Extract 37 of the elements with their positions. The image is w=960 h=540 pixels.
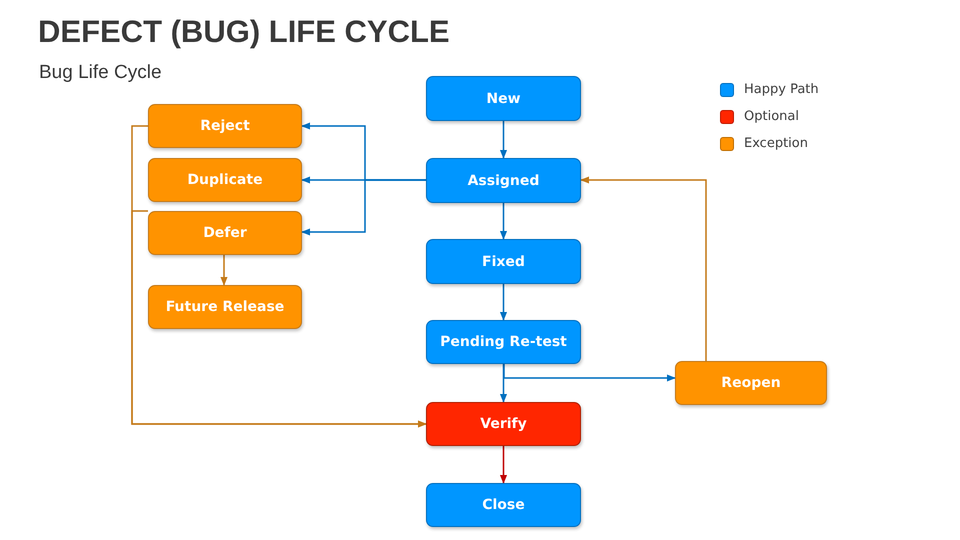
arrow: [580, 176, 707, 361]
arrow: [131, 210, 427, 428]
node-label: Verify: [480, 416, 527, 432]
process-box: [675, 361, 827, 405]
process-box: [148, 158, 302, 202]
node-label: Future Release: [166, 299, 284, 315]
legend-label: Optional: [744, 109, 799, 124]
node-label: Fixed: [482, 254, 525, 270]
title: DEFECT (BUG) LIFE CYCLE: [38, 14, 450, 50]
process-box: [426, 76, 581, 121]
node-label: Assigned: [468, 172, 540, 188]
arrow: [220, 255, 228, 286]
arrow: [500, 121, 508, 159]
arrow: [500, 446, 508, 484]
node-label: Close: [482, 497, 525, 513]
arrow: [500, 203, 508, 240]
process-box: [426, 239, 581, 284]
process-box: [148, 211, 302, 255]
process-box: [426, 402, 581, 446]
legend-label: Exception: [744, 136, 808, 151]
node-label: Pending Re-test: [440, 334, 567, 350]
arrow: [503, 364, 676, 382]
node-label: Reopen: [721, 375, 781, 391]
legend-label: Happy Path: [744, 82, 819, 97]
node-label: Reject: [200, 118, 250, 134]
process-box: [148, 104, 302, 148]
subtitle: Bug Life Cycle: [39, 62, 162, 84]
node-label: Duplicate: [187, 172, 263, 188]
process-box: [148, 285, 302, 329]
process-box: [426, 483, 581, 527]
arrow: [500, 364, 508, 403]
arrow: [500, 284, 508, 321]
process-box: [426, 158, 581, 203]
arrow: [301, 179, 426, 236]
node-label: Defer: [203, 225, 247, 241]
process-box: [426, 320, 581, 364]
node-label: New: [486, 90, 521, 106]
